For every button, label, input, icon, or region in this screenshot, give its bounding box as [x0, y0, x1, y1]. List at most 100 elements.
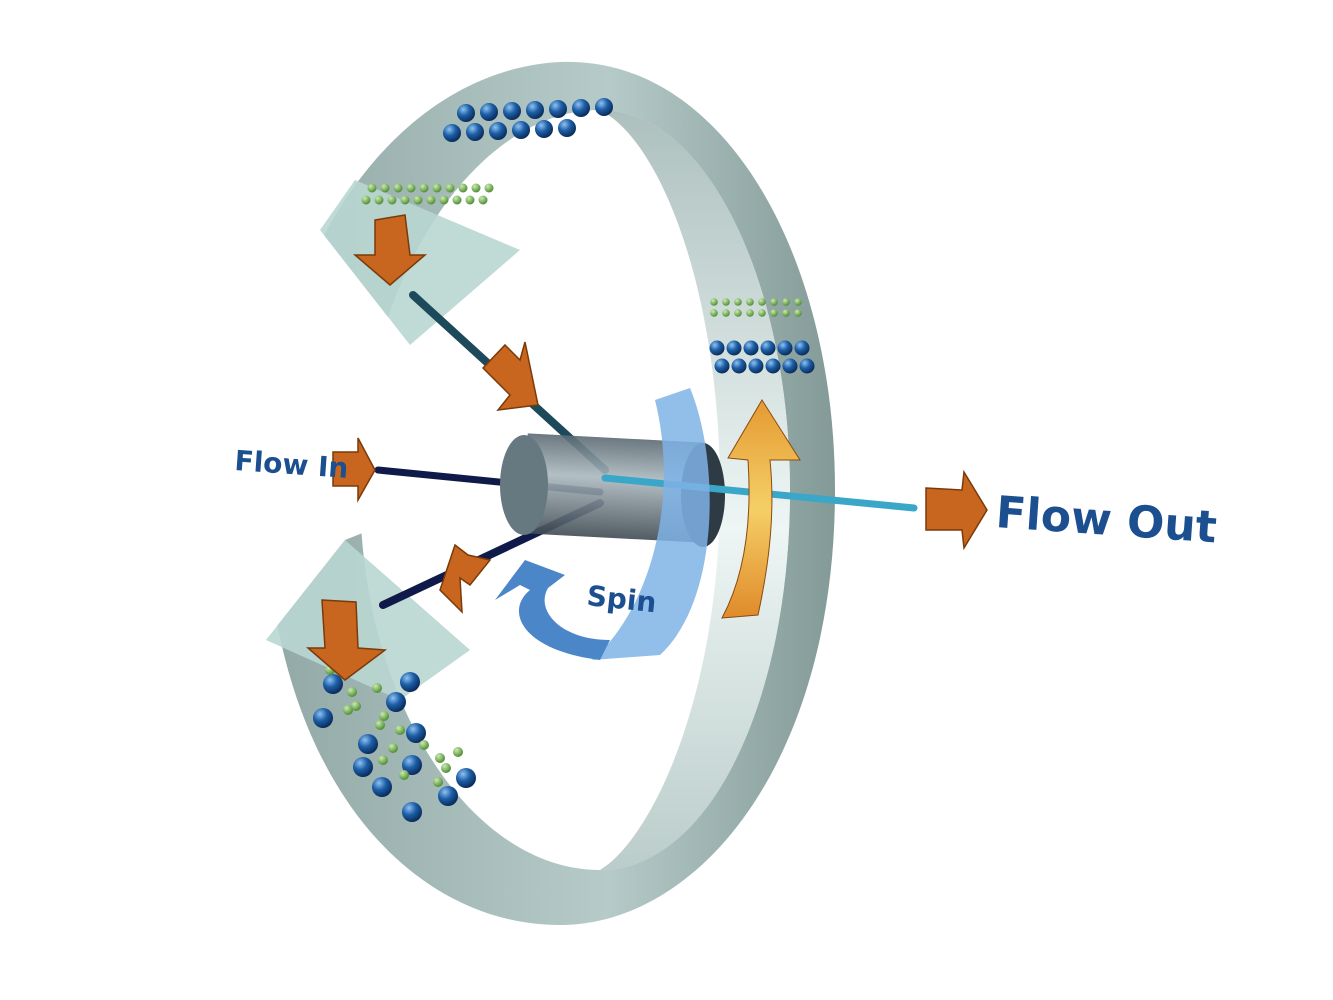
small-particle — [399, 770, 409, 780]
spin-label: Spin — [585, 579, 658, 619]
large-particle — [709, 340, 725, 356]
top-down-arrow-icon — [352, 214, 428, 286]
small-particle — [770, 298, 778, 306]
small-particle — [435, 753, 445, 763]
large-particle — [743, 340, 759, 356]
large-particle — [438, 786, 458, 806]
large-particle — [777, 340, 793, 356]
large-particle — [402, 755, 422, 775]
small-particle — [478, 195, 488, 205]
small-particle — [343, 705, 353, 715]
small-particle — [388, 743, 398, 753]
small-particle — [794, 298, 802, 306]
large-particle — [406, 723, 426, 743]
small-particle — [372, 683, 382, 693]
large-particle — [386, 692, 406, 712]
lower-arm-arrow-icon — [439, 543, 492, 614]
large-particle — [402, 802, 422, 822]
ring-bottom-cut-face — [266, 540, 470, 700]
ring-top-cut-face — [320, 180, 520, 345]
large-particle — [714, 358, 730, 374]
large-particle — [799, 358, 815, 374]
small-particle — [378, 755, 388, 765]
large-particle — [595, 98, 613, 116]
spin-arrow-icon — [495, 560, 610, 660]
large-particle — [353, 757, 373, 777]
small-particle — [770, 309, 778, 317]
small-particle — [419, 740, 429, 750]
small-particle — [413, 195, 423, 205]
large-particle — [535, 120, 553, 138]
large-particle — [794, 340, 810, 356]
small-particle — [458, 183, 468, 193]
large-particle — [765, 358, 781, 374]
small-particle — [445, 183, 455, 193]
small-particle — [441, 763, 451, 773]
large-particle — [748, 358, 764, 374]
upward-flow-arrow-icon — [721, 399, 801, 619]
large-particle — [760, 340, 776, 356]
small-particle — [379, 711, 389, 721]
small-particle — [758, 309, 766, 317]
large-particle — [443, 124, 461, 142]
large-particle — [457, 104, 475, 122]
small-particle — [426, 195, 436, 205]
small-particle — [406, 183, 416, 193]
large-particle — [400, 672, 420, 692]
small-particle — [782, 298, 790, 306]
small-particle — [452, 195, 462, 205]
large-particle — [489, 122, 507, 140]
large-particle — [572, 99, 590, 117]
large-particle — [480, 103, 498, 121]
small-particle — [782, 309, 790, 317]
small-particle — [471, 183, 481, 193]
small-particle — [433, 777, 443, 787]
small-particle — [722, 298, 730, 306]
small-particle — [746, 309, 754, 317]
large-particle — [323, 674, 343, 694]
large-particle — [358, 734, 378, 754]
small-particle — [794, 309, 802, 317]
small-particle — [395, 725, 405, 735]
small-particle — [710, 298, 718, 306]
spin-arrow-band — [592, 388, 710, 660]
small-particle — [387, 195, 397, 205]
small-particle — [746, 298, 754, 306]
large-particle — [558, 119, 576, 137]
small-particle — [361, 195, 371, 205]
small-particle — [734, 298, 742, 306]
small-particle — [419, 183, 429, 193]
large-particle — [466, 123, 484, 141]
particles — [313, 98, 815, 822]
small-particle — [710, 309, 718, 317]
flow-out-arrow-icon — [925, 469, 988, 551]
large-particle — [782, 358, 798, 374]
large-particle — [549, 100, 567, 118]
small-particle — [400, 195, 410, 205]
large-particle — [512, 121, 530, 139]
small-particle — [439, 195, 449, 205]
small-particle — [375, 720, 385, 730]
large-particle — [372, 777, 392, 797]
small-particle — [367, 183, 377, 193]
large-particle — [313, 708, 333, 728]
small-particle — [393, 183, 403, 193]
large-particle — [456, 768, 476, 788]
small-particle — [432, 183, 442, 193]
small-particle — [484, 183, 494, 193]
centrifuge-ring — [150, 61, 835, 925]
upper-arm-arrow-icon — [481, 341, 539, 411]
small-particle — [758, 298, 766, 306]
flow-in-label: Flow In — [234, 444, 350, 485]
small-particle — [380, 183, 390, 193]
small-particle — [734, 309, 742, 317]
bottom-down-arrow-icon — [305, 599, 388, 681]
small-particle — [453, 747, 463, 757]
flow-out-label: Flow Out — [994, 487, 1218, 553]
small-particle — [347, 687, 357, 697]
large-particle — [503, 102, 521, 120]
small-particle — [374, 195, 384, 205]
large-particle — [731, 358, 747, 374]
